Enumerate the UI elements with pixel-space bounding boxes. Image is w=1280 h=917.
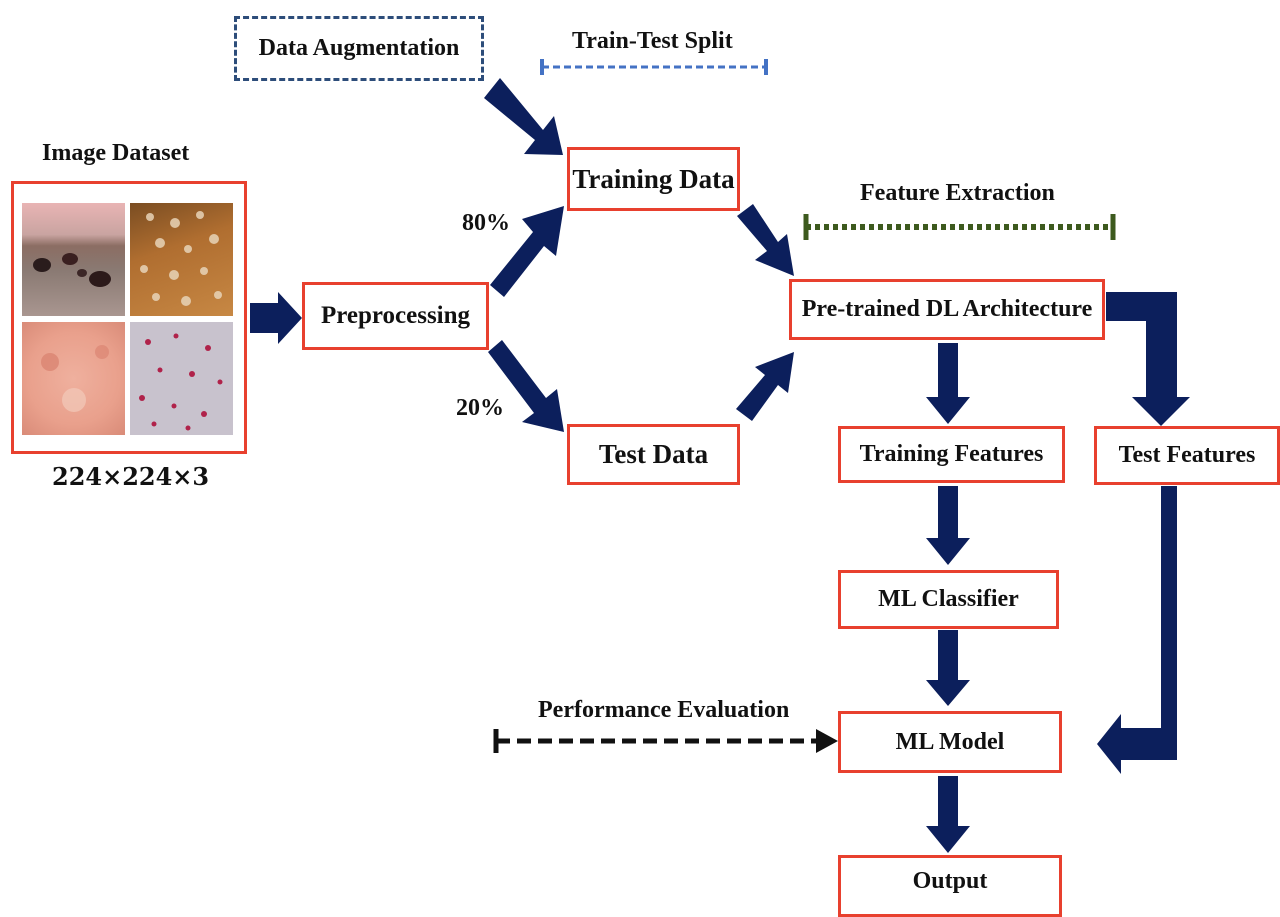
arrow-model-to-output — [926, 776, 970, 853]
data-augmentation-box: Data Augmentation — [234, 16, 484, 81]
feature-extraction-line — [803, 214, 1116, 240]
performance-evaluation-label: Performance Evaluation — [538, 697, 790, 723]
test-features-box: Test Features — [1094, 426, 1280, 485]
arrow-preprocessing-to-test — [488, 340, 564, 432]
training-features-box: Training Features — [838, 426, 1065, 483]
ml-classifier-box: ML Classifier — [838, 570, 1059, 629]
percent-20-label: 20% — [456, 395, 504, 421]
image-dimensions-label: 224×224×3 — [52, 462, 210, 491]
lesion-image-4 — [130, 322, 233, 435]
train-test-split-label: Train-Test Split — [572, 28, 733, 54]
arrow-dataset-to-preprocessing — [250, 292, 302, 344]
image-dataset-box — [11, 181, 247, 454]
percent-80-label: 80% — [462, 210, 510, 236]
feature-extraction-label: Feature Extraction — [860, 180, 1055, 206]
output-box: Output — [838, 855, 1062, 917]
arrow-preprocessing-to-training — [490, 206, 564, 297]
lesion-image-2 — [130, 203, 233, 316]
arrow-classifier-to-model — [926, 630, 970, 706]
image-dataset-label: Image Dataset — [42, 140, 190, 166]
ml-model-box: ML Model — [838, 711, 1062, 773]
lesion-image-3 — [22, 322, 125, 435]
arrow-test-to-pretrained — [736, 352, 794, 421]
arrow-test-features-to-model — [1097, 486, 1177, 774]
test-data-box: Test Data — [567, 424, 740, 485]
pretrained-architecture-box: Pre-trained DL Architecture — [789, 279, 1105, 340]
arrow-pretrained-to-test-features — [1106, 292, 1190, 426]
arrow-training-to-pretrained — [737, 204, 794, 276]
arrow-augmentation-to-training — [484, 78, 563, 155]
training-data-box: Training Data — [567, 147, 740, 211]
arrow-training-features-to-classifier — [926, 486, 970, 565]
performance-evaluation-arrow — [493, 729, 838, 753]
preprocessing-box: Preprocessing — [302, 282, 489, 350]
arrow-pretrained-to-training-features — [926, 343, 970, 424]
lesion-image-1 — [22, 203, 125, 316]
train-test-split-line — [540, 59, 768, 75]
